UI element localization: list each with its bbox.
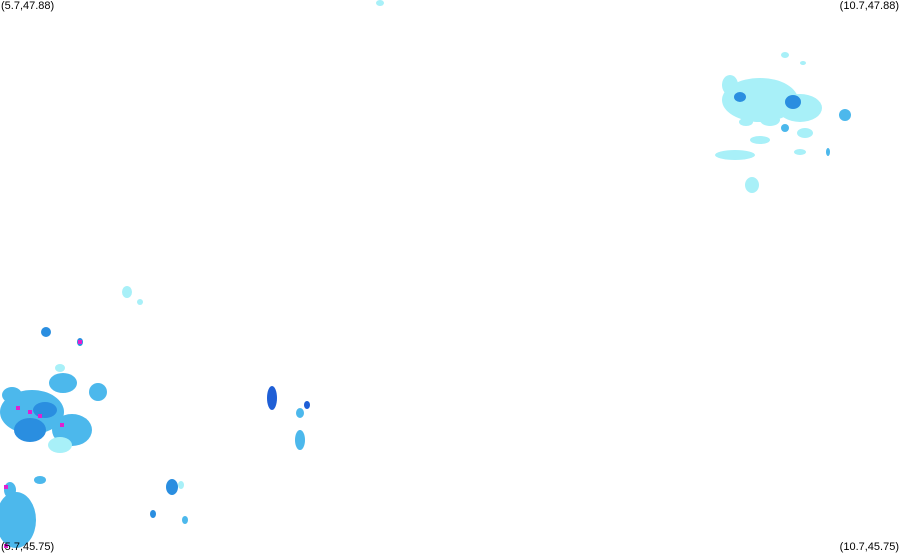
echo-extreme bbox=[28, 410, 32, 414]
echo-extreme bbox=[4, 485, 8, 489]
echo-extreme bbox=[16, 406, 20, 410]
echo-light bbox=[178, 481, 184, 489]
echo-light bbox=[760, 114, 780, 126]
echo-strong bbox=[41, 327, 51, 337]
echo-strong bbox=[734, 92, 746, 102]
echo-medium bbox=[781, 124, 789, 132]
echo-medium bbox=[34, 476, 46, 484]
echo-light bbox=[750, 136, 770, 144]
echo-light bbox=[722, 75, 738, 95]
echo-medium bbox=[49, 373, 77, 393]
echo-strong bbox=[785, 95, 801, 109]
corner-label-bottom-right: (10.7,45.75) bbox=[839, 541, 899, 553]
echo-light bbox=[800, 61, 806, 65]
echo-medium bbox=[295, 430, 305, 450]
echo-extreme bbox=[38, 414, 42, 418]
echo-medium bbox=[296, 408, 304, 418]
echo-light bbox=[715, 150, 755, 160]
echo-strong bbox=[150, 510, 156, 518]
echo-medium bbox=[2, 387, 22, 403]
echo-light bbox=[745, 177, 759, 193]
echo-medium bbox=[0, 492, 36, 548]
echo-light bbox=[376, 0, 384, 6]
echo-medium bbox=[182, 516, 188, 524]
corner-label-bottom-left: (5.7,45.75) bbox=[1, 541, 55, 553]
echo-extreme bbox=[60, 423, 64, 427]
echo-extreme bbox=[4, 544, 8, 548]
echo-light bbox=[122, 286, 132, 298]
echo-light bbox=[794, 149, 806, 155]
echo-intense bbox=[304, 401, 310, 409]
echo-light bbox=[778, 94, 822, 122]
echo-intense bbox=[267, 386, 277, 410]
echo-light bbox=[781, 52, 789, 58]
echo-medium bbox=[4, 482, 16, 498]
echo-light bbox=[48, 437, 72, 453]
echo-light bbox=[137, 299, 143, 305]
echo-medium bbox=[89, 383, 107, 401]
echo-light bbox=[797, 128, 813, 138]
echo-light bbox=[55, 364, 65, 372]
corner-label-top-left: (5.7,47.88) bbox=[1, 0, 55, 12]
echo-extreme bbox=[78, 340, 82, 344]
echo-medium bbox=[826, 148, 830, 156]
precipitation-echoes bbox=[0, 0, 851, 548]
echo-medium bbox=[839, 109, 851, 121]
corner-label-top-right: (10.7,47.88) bbox=[839, 0, 899, 12]
echo-strong bbox=[14, 418, 46, 442]
echo-strong bbox=[166, 479, 178, 495]
echo-light bbox=[739, 118, 753, 126]
echo-strong bbox=[33, 402, 57, 418]
